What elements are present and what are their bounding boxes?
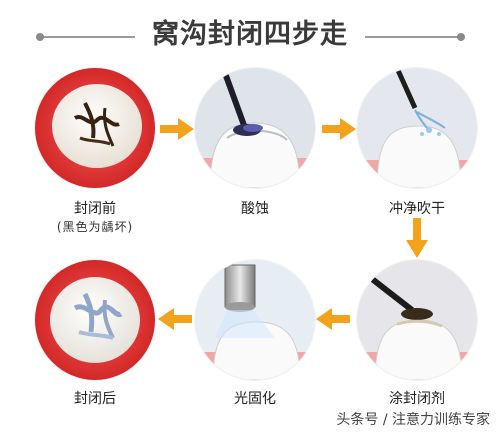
step-label-cure: 光固化: [234, 391, 276, 407]
arrow-down-icon: [406, 218, 428, 258]
step-rinse-dry: [357, 68, 477, 188]
step-apply-sealant: [357, 260, 477, 380]
tooth-after-image: [35, 260, 155, 380]
tooth-etch-image: [195, 68, 315, 188]
title-rule-left: [40, 36, 135, 38]
title-dot-left: [36, 33, 44, 41]
step-after-sealing: [35, 260, 155, 380]
arrow-right-icon: [322, 118, 356, 140]
step-light-cure: [195, 260, 315, 380]
arrow-left-icon: [158, 308, 192, 330]
step-label-etch: 酸蚀: [241, 201, 269, 217]
tooth-sealant-image: [357, 260, 477, 380]
arrow-left-icon: [316, 308, 350, 330]
step-acid-etch: [195, 68, 315, 188]
step-label-before: 封闭前: [74, 201, 116, 217]
tooth-before-image: [35, 68, 155, 188]
tooth-cure-image: [195, 260, 315, 380]
step-note-before: (黑色为龋坏): [56, 220, 134, 234]
page-title: 窝沟封闭四步走: [152, 19, 348, 50]
title-rule-right: [365, 36, 460, 38]
step-label-sealant: 涂封闭剂: [389, 391, 445, 407]
title-banner: 窝沟封闭四步走: [0, 0, 500, 60]
step-label-rinse: 冲净吹干: [389, 201, 445, 217]
watermark-text: 头条号 / 注意力训练专家: [336, 412, 490, 428]
step-label-after: 封闭后: [74, 391, 116, 407]
arrow-right-icon: [160, 118, 194, 140]
tooth-rinse-image: [357, 68, 477, 188]
title-dot-right: [457, 33, 465, 41]
step-before-sealing: [35, 68, 155, 188]
